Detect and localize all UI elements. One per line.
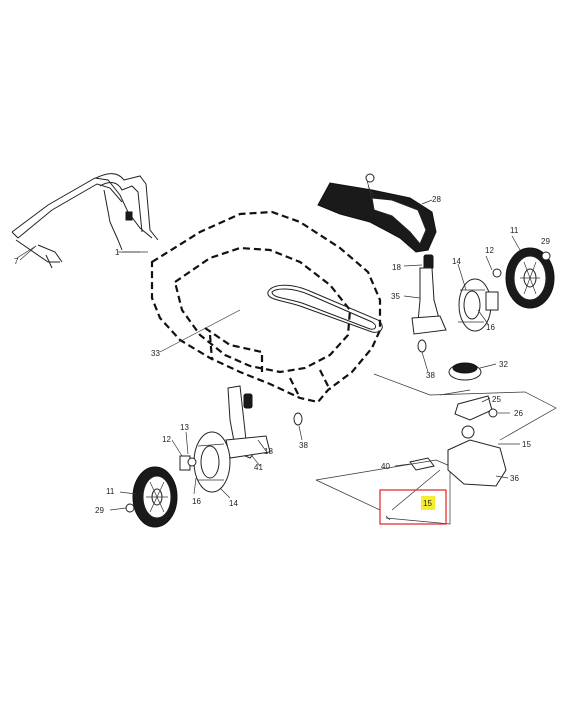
rear-height-lever: [411, 254, 447, 335]
bushing-38-right: [417, 339, 427, 353]
callout-28: 28: [432, 195, 441, 204]
callout-12-right: 12: [485, 246, 494, 255]
callout-13: 13: [180, 423, 189, 432]
callout-29-right: 29: [541, 237, 550, 246]
leader-lines: [16, 185, 521, 511]
callout-18-bottom: 18: [264, 447, 273, 456]
callout-40: 40: [381, 462, 390, 471]
callout-25: 25: [492, 395, 501, 404]
callout-18-top: 18: [392, 263, 401, 272]
drive-belt: [267, 284, 383, 333]
callout-14-left: 14: [229, 499, 238, 508]
callout-11-right: 11: [510, 226, 519, 235]
rear-wheel-left: [125, 466, 178, 528]
callout-14-right: 14: [452, 257, 461, 266]
callout-38-right: 38: [426, 371, 435, 380]
mower-deck: [150, 210, 382, 404]
callout-41: 41: [254, 463, 263, 472]
front-wheel-hub: [179, 431, 231, 493]
transmission-assembly: [315, 362, 557, 525]
callout-15-highlight: 15: [423, 499, 432, 508]
callout-16-left: 16: [192, 497, 201, 506]
callout-12-left: 12: [162, 435, 171, 444]
callout-26: 26: [514, 409, 523, 418]
belt-cover: [317, 173, 437, 253]
highlight-label-bg: [421, 496, 435, 510]
bushing-38-left: [293, 412, 303, 426]
callout-16-right: 16: [486, 323, 495, 332]
callout-32: 32: [499, 360, 508, 369]
callout-11-left: 11: [106, 487, 115, 496]
callout-35: 35: [391, 292, 400, 301]
rear-wheel-right: [505, 247, 555, 309]
callout-29-left: 29: [95, 506, 104, 515]
highlight-box: [379, 489, 447, 525]
callout-15: 15: [522, 440, 531, 449]
callout-33: 33: [151, 349, 160, 358]
handle-assembly: [11, 173, 159, 269]
rear-wheel-hub: [458, 268, 502, 332]
callout-1: 1: [115, 248, 120, 257]
callout-36: 36: [510, 474, 519, 483]
callout-7: 7: [14, 257, 19, 266]
callout-38-left: 38: [299, 441, 308, 450]
